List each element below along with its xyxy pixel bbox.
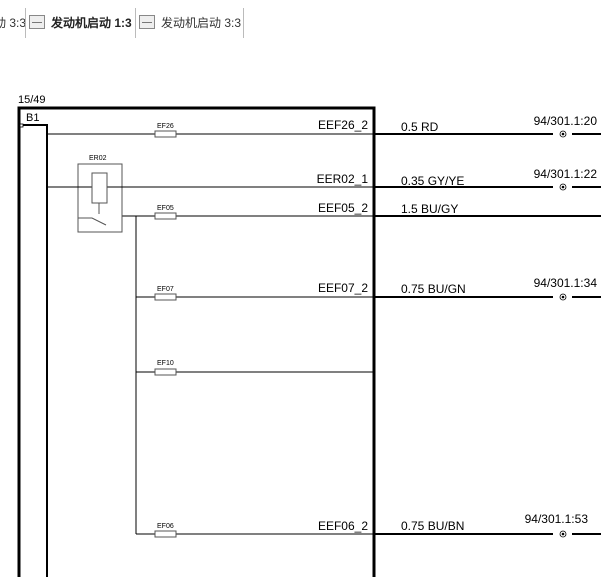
wire-label: 0.75 BU/BN — [401, 519, 464, 533]
fuse-label: EF26 — [157, 123, 174, 130]
tab-divider — [25, 8, 26, 38]
connector-label: 94/301.1:20 — [534, 114, 598, 128]
wire-label: 1.5 BU/GY — [401, 202, 458, 216]
component-label: B1 — [26, 112, 39, 124]
wire-label: 0.35 GY/YE — [401, 174, 464, 188]
tab-divider — [135, 8, 136, 38]
connector-label: 94/301.1:53 — [525, 512, 589, 526]
relay-switch — [78, 217, 107, 226]
diagram-icon — [29, 15, 45, 29]
tab-engine-start-1[interactable]: 发动机启动 1:3 — [51, 16, 132, 30]
relay-er02: ER02 — [47, 155, 374, 233]
diagram-icon — [139, 15, 155, 29]
connector-label: 94/301.1:22 — [534, 167, 598, 181]
fuse-ef06 — [154, 530, 177, 538]
fuse-label: EF07 — [157, 286, 174, 293]
b1-panel — [18, 124, 48, 577]
tab-bar: 动 3:3 发动机启动 1:3 发动机启动 3:3 — [0, 0, 601, 40]
pin-label: EEF26_2 — [318, 118, 368, 132]
fuse-ef07 — [154, 293, 177, 301]
fuse-label: EF10 — [157, 360, 174, 367]
fuse-ef26 — [154, 130, 177, 138]
pin-label: EEF07_2 — [318, 281, 368, 295]
fuse-label: EF05 — [157, 205, 174, 212]
fuse-label: EF06 — [157, 523, 174, 530]
pin-label: EER02_1 — [317, 172, 369, 186]
relay-label: ER02 — [89, 155, 107, 162]
pin-label: EEF06_2 — [318, 519, 368, 533]
tab-divider — [243, 8, 244, 38]
wire-label: 0.5 RD — [401, 120, 439, 134]
pin-label: EEF05_2 — [318, 201, 368, 215]
fuse-ef10 — [154, 368, 177, 376]
relay-coil — [91, 172, 108, 204]
tab-engine-start-prev[interactable]: 动 3:3 — [0, 16, 27, 30]
connector-label: 94/301.1:34 — [534, 276, 598, 290]
wire-label: 0.75 BU/GN — [401, 282, 466, 296]
fuse-ef05 — [154, 212, 177, 220]
tab-engine-start-3[interactable]: 发动机启动 3:3 — [161, 16, 242, 30]
page-number: 15/49 — [18, 94, 46, 106]
b1-terminal — [19, 123, 24, 128]
